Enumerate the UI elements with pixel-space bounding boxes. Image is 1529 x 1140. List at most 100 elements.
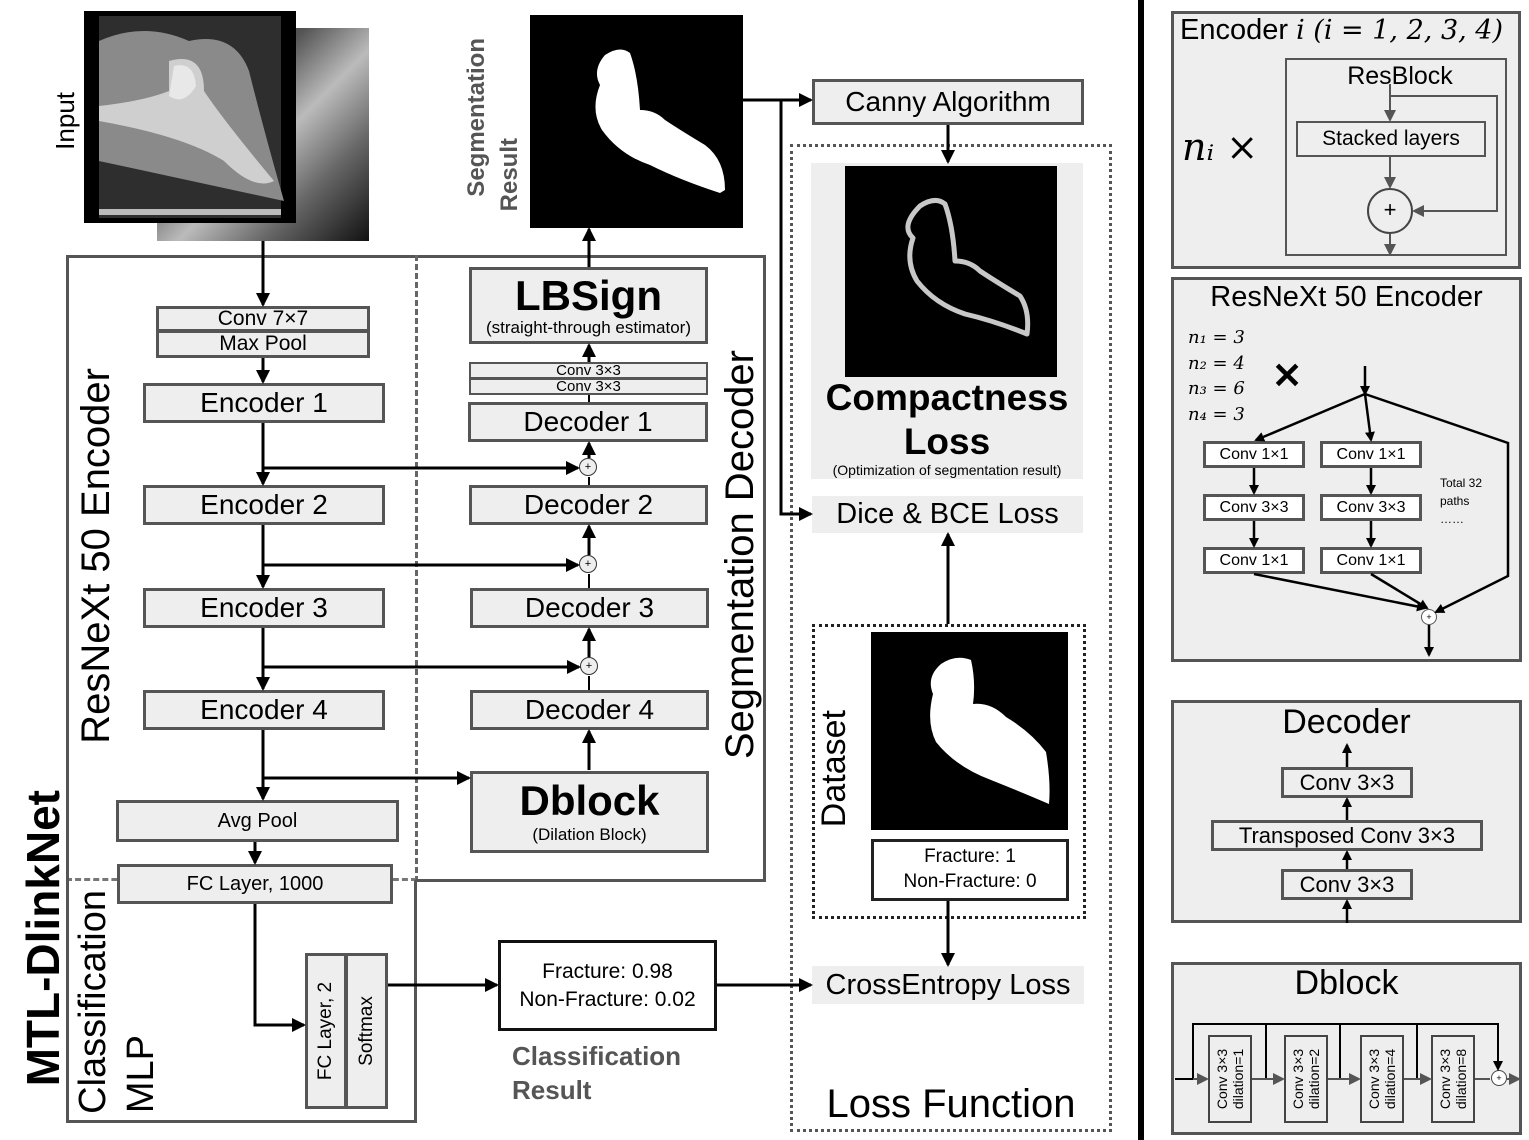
fc2-block[interactable]: FC Layer, 2 <box>305 953 347 1109</box>
main-title: MTL-DlinkNet <box>17 790 69 1087</box>
canny-algorithm-block[interactable]: Canny Algorithm <box>812 79 1084 125</box>
decoder-4-block[interactable]: Decoder 4 <box>470 690 709 730</box>
stacked-layers-block: Stacked layers <box>1296 121 1486 157</box>
decoder-3-label: Decoder 3 <box>524 592 655 624</box>
encoder-4-block[interactable]: Encoder 4 <box>143 690 385 730</box>
paths-ellipsis: …… <box>1440 512 1464 526</box>
encoder-3-block[interactable]: Encoder 3 <box>143 588 385 628</box>
decoder-panel-conv-bottom-label: Conv 3×3 <box>1299 871 1395 897</box>
decoder-2-label: Decoder 2 <box>523 489 654 521</box>
panel-separator <box>1138 0 1144 1140</box>
resnext-n-values: n₁ = 3 n₂ = 4 n₃ = 6 n₄ = 3 <box>1188 325 1245 427</box>
softmax-block[interactable]: Softmax <box>345 953 388 1109</box>
encoder-4-label: Encoder 4 <box>200 694 328 726</box>
maxpool-block[interactable]: Max Pool <box>156 330 370 358</box>
plus-symbol: + <box>584 461 592 473</box>
encoder-3-label: Encoder 3 <box>200 592 328 624</box>
encoder-1-block[interactable]: Encoder 1 <box>143 383 385 423</box>
path1-conv1x1-b-label: Conv 1×1 <box>1219 551 1289 569</box>
dblock-conv-1-line1: Conv 3×3 <box>1213 1048 1230 1110</box>
encoder-2-block[interactable]: Encoder 2 <box>143 485 385 525</box>
plus-symbol: + <box>1496 1073 1502 1083</box>
stacked-layers-label: Stacked layers <box>1322 127 1460 150</box>
path1-conv1x1-a-label: Conv 1×1 <box>1219 445 1289 463</box>
encoder-1-label: Encoder 1 <box>200 387 328 419</box>
decoder-1-label: Decoder 1 <box>523 406 653 438</box>
lbsign-subtitle: (straight-through estimator) <box>485 317 692 337</box>
classification-result-box: Fracture: 0.98 Non-Fracture: 0.02 <box>498 940 717 1031</box>
dblock-conv-1-line2: dilation=1 <box>1230 1048 1246 1110</box>
n3-value: n₃ = 6 <box>1188 378 1245 399</box>
conv7x7-block[interactable]: Conv 7×7 <box>156 306 370 332</box>
canny-label: Canny Algorithm <box>845 86 1051 118</box>
avg-pool-block[interactable]: Avg Pool <box>116 800 399 842</box>
input-xray-image <box>84 11 296 223</box>
cross-entropy-loss-label: CrossEntropy Loss <box>812 966 1084 1004</box>
resnext-panel-title: ResNeXt 50 Encoder <box>1210 281 1483 313</box>
decoder-3-block[interactable]: Decoder 3 <box>470 588 709 628</box>
fc1000-block[interactable]: FC Layer, 1000 <box>117 864 393 904</box>
n2-value: n₂ = 4 <box>1188 352 1245 374</box>
decoder-4-label: Decoder 4 <box>524 694 655 726</box>
segmentation-result-image <box>530 15 743 228</box>
encoder-i-title-math: i (i = 1, 2, 3, 4) <box>1296 15 1503 46</box>
path1-conv1x1-b: Conv 1×1 <box>1203 547 1305 574</box>
ground-truth-mask-icon <box>930 657 1050 804</box>
total-paths-line1: Total 32 <box>1440 476 1483 490</box>
maxpool-label: Max Pool <box>219 331 307 355</box>
decoder-2-block[interactable]: Decoder 2 <box>469 485 708 525</box>
path2-conv1x1-a: Conv 1×1 <box>1320 441 1422 468</box>
decoder-section-label: Segmentation Decoder <box>718 350 762 760</box>
segmentation-mask-icon <box>595 49 725 193</box>
dblock-panel-title: Dblock <box>1294 964 1399 1002</box>
dblock-conv-8-line1: Conv 3×3 <box>1436 1048 1453 1110</box>
avg-pool-label: Avg Pool <box>217 809 298 832</box>
classification-nonfracture-score: Non-Fracture: 0.02 <box>519 987 696 1011</box>
encoder-i-title-text: Encoder <box>1180 14 1297 46</box>
path2-conv1x1-a-label: Conv 1×1 <box>1336 445 1406 463</box>
encoder-i-multiplier: nᵢ × <box>1182 125 1259 169</box>
edge-image <box>845 166 1057 377</box>
path2-conv1x1-b: Conv 1×1 <box>1320 547 1422 574</box>
dblock-conv-2-line2: dilation=2 <box>1306 1048 1322 1110</box>
decoder-panel-conv-top-label: Conv 3×3 <box>1299 769 1395 795</box>
dataset-fracture-label: Fracture: 1 <box>924 846 1016 868</box>
decoder-frame <box>415 255 766 882</box>
total-paths-line2: paths <box>1440 494 1470 508</box>
decoder-1-block[interactable]: Decoder 1 <box>468 402 708 442</box>
encoder-left-border <box>66 255 69 1121</box>
resnext-times-icon: ✕ <box>1272 355 1303 396</box>
loss-function-label: Loss Function <box>826 1082 1076 1126</box>
dataset-label: Dataset <box>815 710 853 828</box>
decoder-panel-transposed-label: Transposed Conv 3×3 <box>1238 822 1456 848</box>
decoder-conv3x3-b-label: Conv 3×3 <box>556 377 621 395</box>
plus-symbol: + <box>1426 612 1432 622</box>
skip-add-3-icon: + <box>580 657 598 675</box>
total-paths-note: Total 32 paths …… <box>1440 474 1482 528</box>
decoder-conv3x3-a[interactable]: Conv 3×3 <box>469 362 708 379</box>
classification-label-line2: MLP <box>120 1035 162 1114</box>
ground-truth-mask-image <box>871 632 1068 830</box>
fc2-label: FC Layer, 2 <box>315 981 337 1081</box>
encoder-i-title: Encoder i (i = 1, 2, 3, 4) <box>1180 14 1503 47</box>
decoder-conv3x3-a-label: Conv 3×3 <box>556 361 621 379</box>
decoder-panel-title: Decoder <box>1282 703 1411 741</box>
path2-conv3x3-label: Conv 3×3 <box>1336 498 1406 516</box>
conv7x7-label: Conv 7×7 <box>217 306 309 330</box>
skip-add-1-icon: + <box>579 458 597 476</box>
lbsign-block[interactable]: LBSign (straight-through estimator) <box>469 267 708 344</box>
decoder-conv3x3-b[interactable]: Conv 3×3 <box>469 378 708 395</box>
dblock-block[interactable]: Dblock (Dilation Block) <box>470 771 709 853</box>
dblock-add-icon: + <box>1491 1070 1507 1086</box>
compactness-title-line2: Loss <box>903 421 991 463</box>
dblock-conv-8-line2: dilation=8 <box>1453 1048 1469 1110</box>
classification-label-line1: Classification <box>72 890 114 1114</box>
encoder-2-label: Encoder 2 <box>200 489 328 521</box>
skip-add-2-icon: + <box>579 555 597 573</box>
decoder-panel-transposed-conv: Transposed Conv 3×3 <box>1211 820 1483 851</box>
plus-symbol: + <box>585 660 593 672</box>
